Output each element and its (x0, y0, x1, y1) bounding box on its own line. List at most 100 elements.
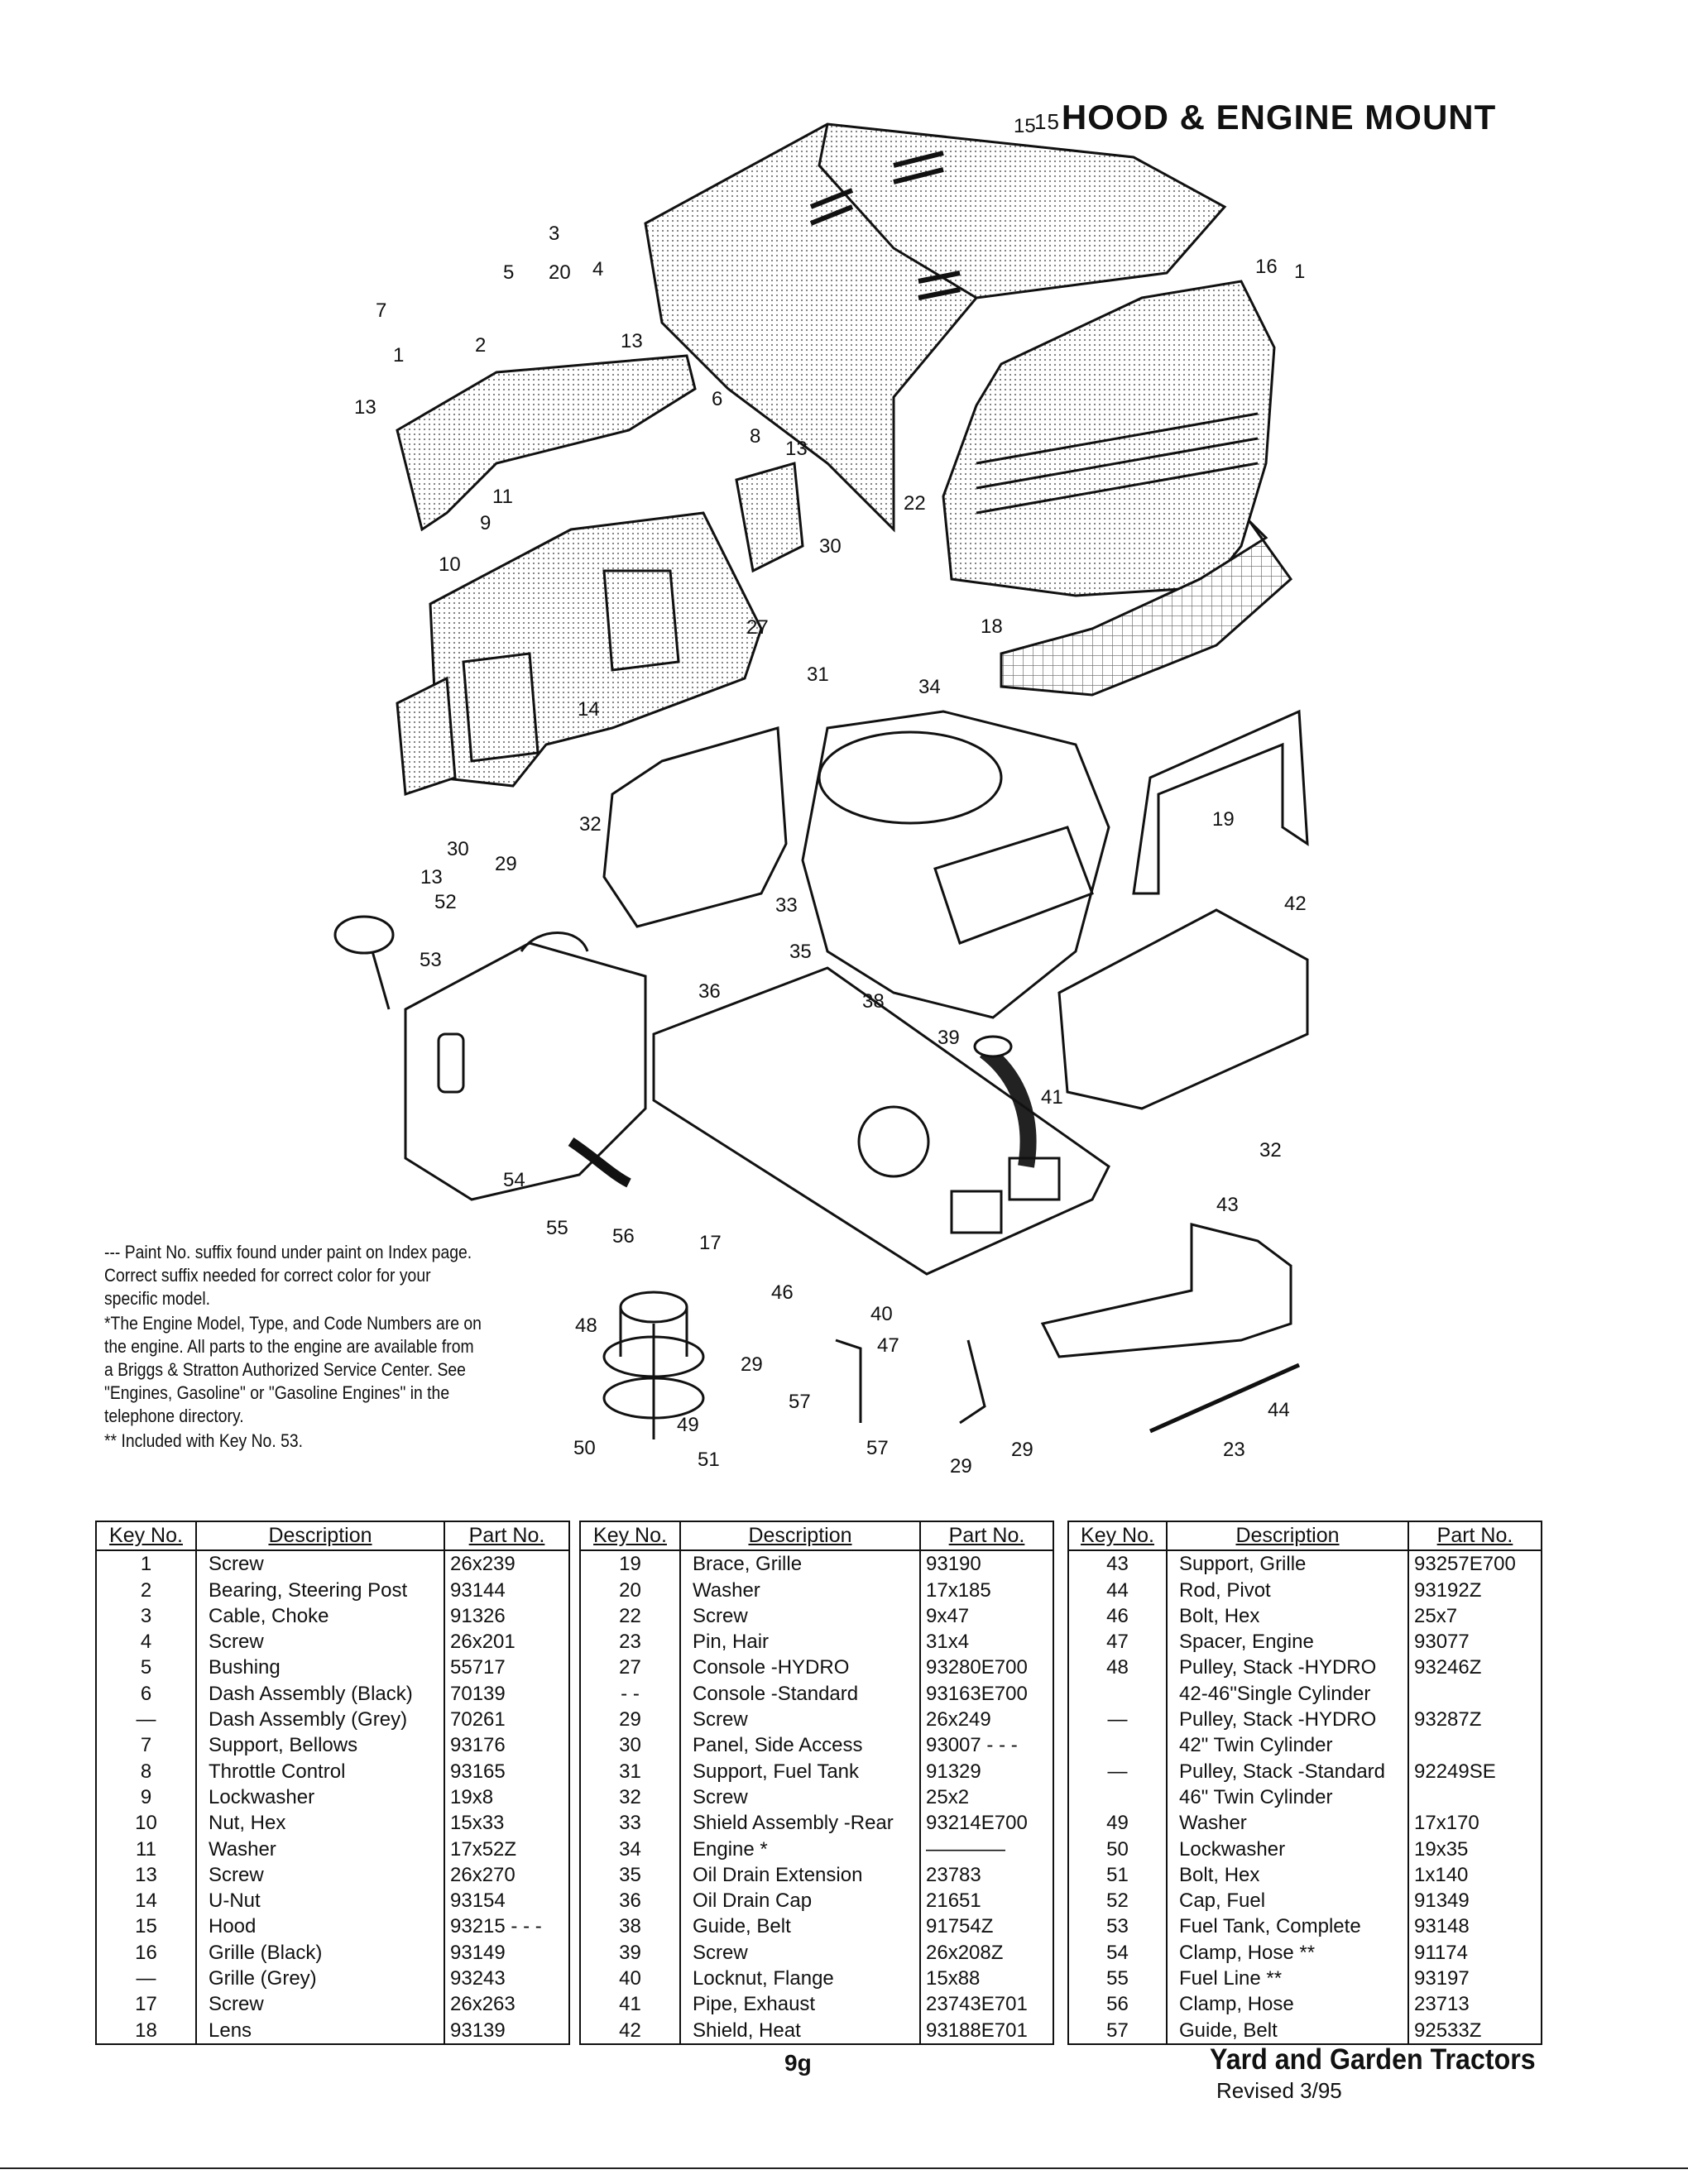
svg-text:31: 31 (807, 663, 829, 686)
part-description: Dash Assembly (Black) (196, 1680, 445, 1707)
part-description: Screw (196, 1861, 445, 1889)
part-number: 70139 (450, 1682, 506, 1705)
part-key-number: 36 (581, 1888, 681, 1914)
part-key-number: 56 (1069, 1991, 1168, 2018)
part-number: 92249SE (1414, 1760, 1496, 1783)
grille-part (942, 280, 1276, 597)
part-description: Screw (196, 1550, 445, 1578)
header-part: Part No. (1408, 1522, 1541, 1552)
page-number: 9g (784, 2050, 812, 2076)
svg-text:57: 57 (789, 1391, 811, 1413)
callout-3: 3 (549, 223, 559, 245)
pivot-rod-part (1149, 1363, 1301, 1434)
part-description: Fuel Line ** (1167, 1966, 1409, 1992)
part-description: Lens (196, 2017, 445, 2043)
part-number: 91329 (926, 1760, 981, 1783)
svg-text:13: 13 (785, 438, 808, 460)
part-number: 93144 (450, 1578, 506, 1602)
part-description: Clamp, Hose ** (1167, 1939, 1409, 1966)
part-key-number: 50 (1069, 1836, 1168, 1862)
callout-labels: 3 5 20 4 7 1 2 13 13 6 8 13 22 16 1 11 9… (354, 115, 1307, 1478)
console-part (429, 511, 763, 788)
side-access-panel-2 (735, 462, 804, 573)
part-number: 91326 (450, 1604, 506, 1627)
part-number: 91174 (1414, 1941, 1468, 1964)
svg-text:29: 29 (495, 853, 517, 875)
part-key-number: — (1069, 1758, 1168, 1784)
part-key-number: 55 (1069, 1966, 1168, 1992)
part-key-number: 2 (97, 1577, 197, 1603)
svg-text:35: 35 (789, 941, 812, 963)
side-access-panel-part (396, 676, 457, 797)
part-key-number: 16 (97, 1939, 197, 1966)
part-description: Washer (196, 1836, 445, 1862)
svg-text:30: 30 (819, 535, 842, 558)
lens-part (1000, 520, 1293, 697)
svg-text:39: 39 (938, 1027, 960, 1049)
part-key-number: — (1069, 1707, 1168, 1733)
svg-text:22: 22 (904, 492, 926, 515)
part-description: Cable, Choke (196, 1602, 445, 1630)
part-number: 93165 (450, 1760, 506, 1783)
part-key-number (1069, 1732, 1168, 1759)
part-description: Shield, Heat (680, 2017, 921, 2043)
note-engine: *The Engine Model, Type, and Code Number… (104, 1313, 482, 1426)
grille-support-part (1040, 1223, 1292, 1358)
part-description: Support, Grille (1167, 1550, 1409, 1578)
svg-text:1: 1 (393, 344, 404, 366)
part-number: 21651 (926, 1889, 981, 1913)
exploded-parts-diagram: 3 5 20 4 7 1 2 13 13 6 8 13 22 16 1 11 9… (333, 115, 1309, 1478)
part-key-number: 32 (581, 1784, 681, 1811)
belt-guide-part (835, 1339, 986, 1425)
svg-text:29: 29 (950, 1455, 972, 1478)
part-key-number: 6 (97, 1680, 197, 1707)
part-key-number: 27 (581, 1655, 681, 1681)
svg-text:40: 40 (870, 1303, 893, 1325)
svg-text:47: 47 (877, 1334, 899, 1357)
part-key-number: - - (581, 1680, 681, 1707)
part-key-number: 23 (581, 1629, 681, 1655)
part-number (1408, 1681, 1541, 1707)
part-key-number: 11 (97, 1836, 197, 1862)
svg-text:5: 5 (503, 261, 514, 284)
part-description: Engine * (680, 1836, 921, 1862)
svg-text:6: 6 (712, 388, 722, 410)
part-key-number: 40 (581, 1966, 681, 1992)
part-key-number: 4 (97, 1629, 197, 1655)
svg-text:43: 43 (1216, 1194, 1239, 1216)
part-number: 26x208Z (926, 1941, 1004, 1964)
part-key-number: — (97, 1966, 197, 1992)
heat-shield-part (1057, 908, 1309, 1110)
part-number: 25x7 (1414, 1604, 1458, 1627)
part-number: 93077 (1414, 1631, 1470, 1654)
part-number: 1x140 (1414, 1863, 1469, 1886)
svg-text:55: 55 (546, 1217, 568, 1239)
part-number: 15x88 (926, 1967, 981, 1990)
note-paint-suffix: --- Paint No. suffix found under paint o… (104, 1242, 472, 1309)
part-description: Grille (Grey) (196, 1966, 445, 1992)
part-description: Clamp, Hose (1167, 1991, 1409, 2018)
part-key-number: — (97, 1707, 197, 1733)
part-number: 23783 (926, 1863, 981, 1886)
exhaust-pipe-part (979, 1044, 1037, 1168)
